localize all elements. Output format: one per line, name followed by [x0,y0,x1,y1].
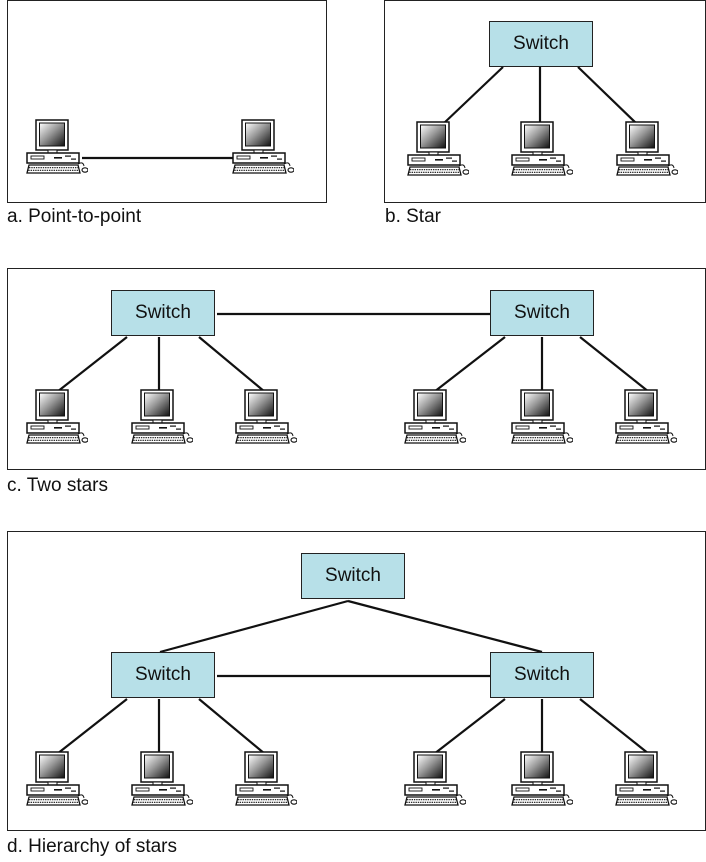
link-c-right-pc1 [433,336,506,393]
computer-icon [232,119,294,174]
computer-icon [235,389,297,444]
switch-b: Switch [489,21,593,67]
caption-b: b. Star [385,206,441,227]
computer-icon [235,751,297,806]
link-d-top-left [159,599,349,654]
computer-icon [131,389,193,444]
computer-icon [615,751,677,806]
computer-icon [26,751,88,806]
caption-a: a. Point-to-point [7,206,142,227]
caption-d: d. Hierarchy of stars [7,836,177,857]
computer-icon [615,389,677,444]
link-d-left-pc3 [198,698,266,755]
link-d-top-right [347,599,543,654]
link-d-right-pc1 [433,698,506,755]
switch-d-right: Switch [490,652,594,698]
computer-icon [404,389,466,444]
link-c-left-pc1 [56,336,128,393]
computer-icon [511,389,573,444]
computer-icon [131,751,193,806]
caption-c: c. Two stars [7,475,109,496]
switch-c-left: Switch [111,290,215,336]
link-c-left-pc3 [198,336,266,393]
computer-icon [511,751,573,806]
switch-d-top: Switch [301,553,405,599]
computer-icon [407,121,469,176]
link-c-right-pc3 [579,336,650,393]
computer-icon [26,119,88,174]
switch-d-left: Switch [111,652,215,698]
computer-icon [404,751,466,806]
computer-icon [26,389,88,444]
computer-icon [511,121,573,176]
link-b-switch-pc1 [442,66,504,125]
link-b-switch-pc3 [577,66,638,125]
link-d-right-pc3 [579,698,650,755]
computer-icon [616,121,678,176]
switch-c-right: Switch [490,290,594,336]
link-d-left-pc1 [56,698,128,755]
